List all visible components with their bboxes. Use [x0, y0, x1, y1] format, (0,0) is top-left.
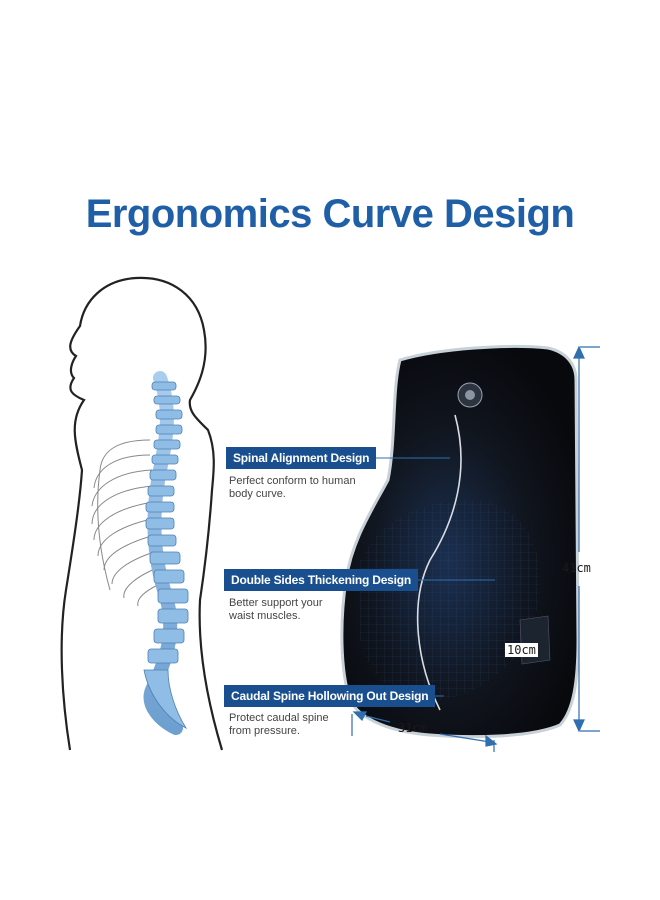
desc-line: Perfect conform to human [229, 475, 356, 487]
desc-line: Protect caudal spine [229, 712, 329, 724]
desc-line: from pressure. [229, 725, 300, 737]
feature-label-spinal-alignment: Spinal Alignment Design [226, 447, 377, 469]
callout-lines [370, 457, 495, 697]
spine [143, 371, 189, 735]
desc-line: Better support your [229, 597, 323, 609]
feature-label-caudal-spine: Caudal Spine Hollowing Out Design [224, 685, 436, 707]
page-title: Ergonomics Curve Design [85, 192, 575, 236]
feature-desc-spinal-alignment: Perfect conform to human body curve. [229, 475, 369, 501]
lumbar-cushion [340, 345, 580, 739]
feature-label-double-sides: Double Sides Thickening Design [224, 569, 419, 591]
desc-line: waist muscles. [229, 610, 301, 622]
desc-line: body curve. [229, 488, 286, 500]
human-silhouette [60, 276, 224, 751]
dimension-lines [351, 345, 600, 752]
feature-desc-double-sides: Better support your waist muscles. [229, 597, 369, 623]
dimension-width: 31cm [398, 721, 427, 735]
dimension-depth: 10cm [505, 643, 538, 657]
feature-desc-caudal-spine: Protect caudal spine from pressure. [229, 712, 369, 738]
dimension-height: 41cm [562, 561, 591, 575]
